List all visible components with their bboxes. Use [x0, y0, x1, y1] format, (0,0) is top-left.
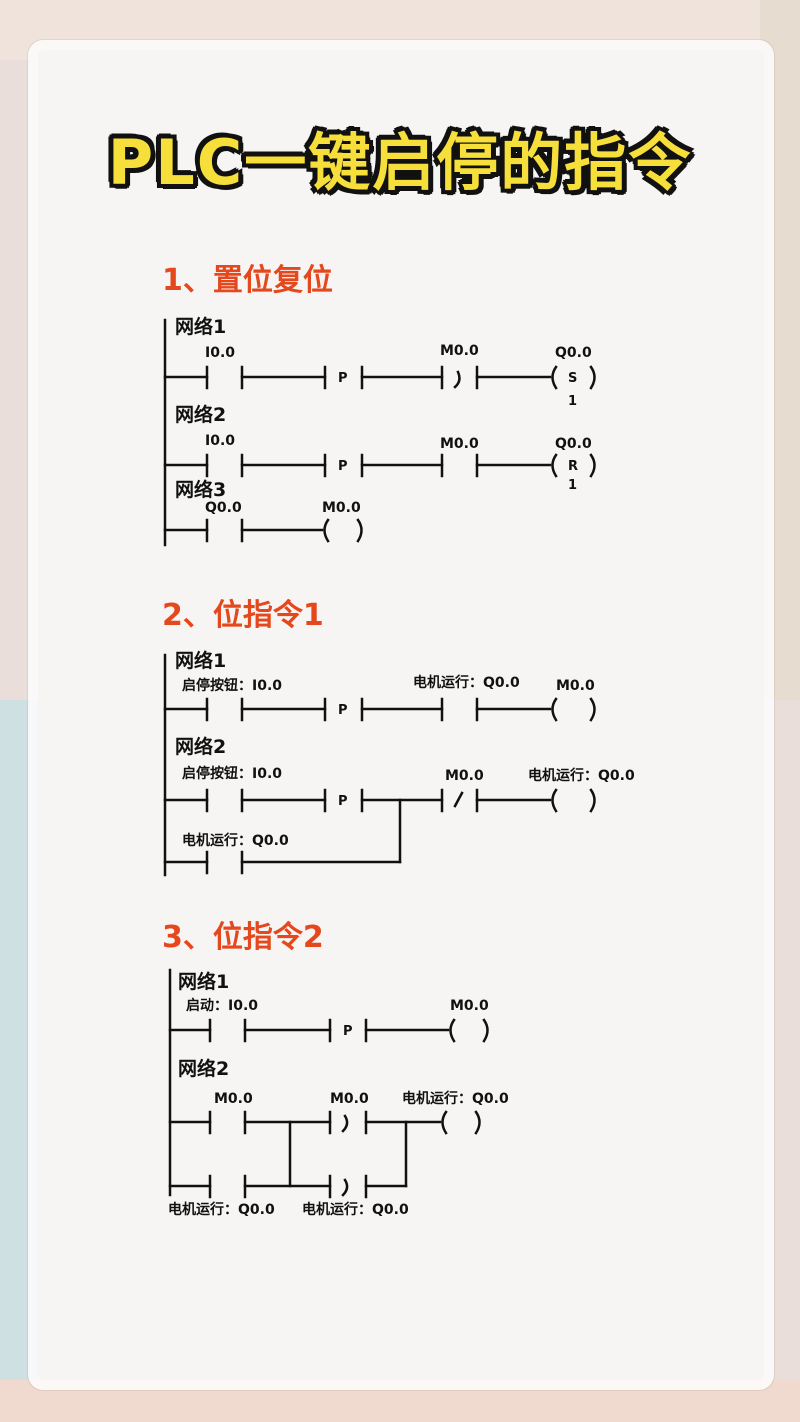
s1-net1-contact1-label: I0.0 — [205, 345, 235, 361]
s3-net2-name: 网络2 — [178, 1057, 229, 1080]
s3-net1-name: 网络1 — [178, 970, 229, 993]
s2-net1-contact2-label: 电机运行：Q0.0 — [413, 674, 520, 691]
s1-net2-coil-label: Q0.0 — [555, 436, 592, 452]
s1-net2-coil-type: R — [568, 459, 578, 474]
s2-net2-name: 网络2 — [175, 735, 226, 758]
bg-patch-left — [0, 700, 40, 1422]
s2-net1-edge: P — [338, 703, 348, 718]
s3-net2-branch2-label: 电机运行：Q0.0 — [302, 1201, 409, 1218]
s3-net2-rung — [168, 1110, 481, 1199]
s1-net2-coil-n: 1 — [568, 478, 577, 493]
s3-net1-rung — [168, 1018, 489, 1043]
page-title: PLC一键启停的指令 — [107, 126, 693, 199]
s2-net2-coil-label: 电机运行：Q0.0 — [528, 767, 635, 784]
s2-net2-contact1-label: 启停按钮：I0.0 — [182, 765, 282, 782]
s1-net1-coil-label: Q0.0 — [555, 345, 592, 361]
s2-net2-rung — [163, 788, 596, 875]
s2-net1-coil-label: M0.0 — [556, 678, 595, 694]
s3-net2-branch1-label: 电机运行：Q0.0 — [168, 1201, 275, 1218]
section-heading-3: 3、位指令2 — [162, 920, 324, 955]
s2-net1-rung — [163, 697, 596, 722]
s1-net2-contact2-label: M0.0 — [440, 436, 479, 452]
bg-patch-bottom — [0, 1380, 800, 1422]
section-heading-1: 1、置位复位 — [162, 263, 333, 298]
s1-net1-edge: P — [338, 371, 348, 386]
s1-net2-contact1-label: I0.0 — [205, 433, 235, 449]
s2-net2-contact2-label: M0.0 — [445, 768, 484, 784]
s1-net1-rung — [163, 365, 596, 390]
s3-net2-coil-label: 电机运行：Q0.0 — [402, 1090, 509, 1107]
s1-net2-edge: P — [338, 459, 348, 474]
bg-patch-right — [760, 0, 800, 700]
paper-sheet — [38, 50, 764, 1380]
s3-net2-contact1-label: M0.0 — [214, 1091, 253, 1107]
s2-net2-edge: P — [338, 794, 348, 809]
s3-net2-contact2-label: M0.0 — [330, 1091, 369, 1107]
s2-net1-contact1-label: 启停按钮：I0.0 — [182, 677, 282, 694]
s1-net1-contact2-label: M0.0 — [440, 343, 479, 359]
s1-net3-coil-label: M0.0 — [322, 500, 361, 516]
s3-net1-contact1-label: 启动：I0.0 — [186, 997, 258, 1014]
s1-net1-name: 网络1 — [175, 315, 226, 338]
s1-net2-rung — [163, 453, 596, 478]
s1-net3-name: 网络3 — [175, 478, 226, 501]
s1-net2-name: 网络2 — [175, 403, 226, 426]
s1-net1-coil-type: S — [568, 371, 577, 386]
section-heading-2: 2、位指令1 — [162, 598, 324, 633]
s2-net1-name: 网络1 — [175, 649, 226, 672]
s2-net2-branch-contact-label: 电机运行：Q0.0 — [182, 832, 289, 849]
s3-net1-coil-label: M0.0 — [450, 998, 489, 1014]
s1-net1-coil-n: 1 — [568, 394, 577, 409]
s1-net3-rung — [163, 518, 363, 543]
s3-net1-edge: P — [343, 1024, 353, 1039]
s1-net3-contact1-label: Q0.0 — [205, 500, 242, 516]
